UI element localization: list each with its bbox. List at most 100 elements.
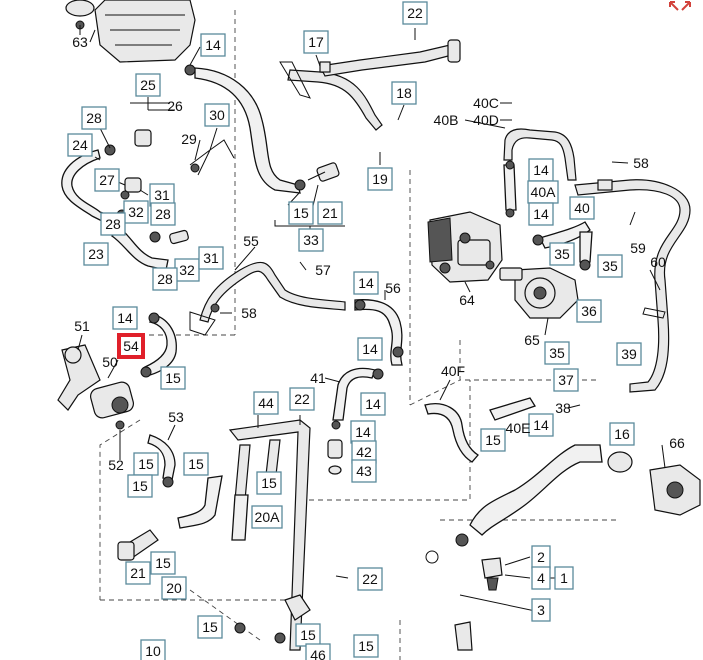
callout-text: 40D [473, 112, 499, 128]
callout-14: 14 [112, 306, 138, 330]
callout-box [609, 422, 635, 446]
callout-4: 4 [531, 566, 551, 590]
callout-38: 38 [555, 400, 571, 416]
callout-text: 15 [155, 555, 171, 571]
callout-text: 19 [372, 171, 388, 187]
callout-box [83, 242, 109, 266]
callout-15: 15 [133, 452, 159, 476]
callout-box [204, 103, 230, 127]
callout-14: 14 [200, 33, 226, 57]
callout-text: 14 [533, 206, 549, 222]
callout-40a: 40A [527, 180, 559, 204]
callout-text: 31 [154, 187, 170, 203]
callout-text: 30 [209, 107, 225, 123]
callout-text: 57 [315, 262, 331, 278]
callout-box [360, 392, 386, 416]
callout-text: 18 [396, 85, 412, 101]
callout-20: 20 [161, 576, 187, 600]
callout-box [152, 267, 178, 291]
callout-3: 3 [531, 598, 551, 622]
callout-text: 14 [362, 341, 378, 357]
callout-2: 2 [531, 545, 551, 569]
callout-14: 14 [528, 413, 554, 437]
callout-text: 15 [138, 456, 154, 472]
main-hose-16 [455, 444, 633, 547]
callout-text: 22 [407, 5, 423, 21]
callout-box [200, 33, 226, 57]
collapse-arrows-icon[interactable] [669, 1, 691, 11]
callout-50: 50 [102, 354, 118, 370]
hose-40b [503, 128, 577, 218]
callout-box [528, 202, 554, 226]
callout-24: 24 [67, 133, 93, 157]
callout-42: 42 [351, 440, 377, 464]
callout-14: 14 [353, 271, 379, 295]
callout-56: 56 [385, 280, 401, 296]
callout-55: 55 [243, 233, 259, 249]
callout-box [123, 200, 149, 224]
callout-box [253, 391, 279, 415]
hose-15d [177, 475, 223, 529]
callout-15: 15 [183, 452, 209, 476]
callout-28: 28 [81, 106, 107, 130]
callout-text: 10 [145, 643, 161, 659]
callout-text: 15 [132, 478, 148, 494]
callout-39: 39 [616, 342, 642, 366]
callout-21: 21 [317, 201, 343, 225]
callout-text: 16 [614, 426, 630, 442]
callout-box [353, 271, 379, 295]
callout-35: 35 [597, 254, 623, 278]
fittings-left [104, 129, 235, 269]
callout-text: 28 [86, 110, 102, 126]
callout-text: 15 [202, 619, 218, 635]
callout-59: 59 [630, 240, 646, 256]
callout-29: 29 [181, 131, 197, 147]
callout-text: 14 [117, 310, 133, 326]
callout-40: 40 [569, 196, 595, 220]
callout-14: 14 [360, 392, 386, 416]
callout-35: 35 [549, 242, 575, 266]
callout-28: 28 [100, 212, 126, 236]
hose-40 [532, 221, 593, 271]
callout-26: 26 [167, 98, 183, 114]
callout-30: 30 [204, 103, 230, 127]
callout-text: 31 [203, 250, 219, 266]
callout-text: 22 [362, 571, 378, 587]
callout-text: 50 [102, 354, 118, 370]
callout-21: 21 [125, 561, 151, 585]
callout-text: 65 [524, 332, 540, 348]
callout-40e: 40E [506, 420, 531, 436]
callout-text: 59 [630, 240, 646, 256]
callout-22: 22 [289, 387, 315, 411]
callout-text: 20 [166, 580, 182, 596]
callout-text: 42 [356, 444, 372, 460]
callout-box [198, 246, 224, 270]
callout-text: 35 [554, 246, 570, 262]
callout-1: 1 [554, 566, 574, 590]
callout-text: 52 [108, 457, 124, 473]
callout-15: 15 [480, 428, 506, 452]
callout-15: 15 [353, 634, 379, 658]
callout-box [616, 342, 642, 366]
callout-36: 36 [576, 299, 602, 323]
callout-box [117, 333, 145, 359]
callout-text: 60 [650, 254, 666, 270]
callout-text: 14 [358, 275, 374, 291]
hose-54 [140, 312, 177, 378]
water-pump-65 [499, 267, 579, 319]
callout-27: 27 [94, 168, 120, 192]
callout-text: 22 [294, 391, 310, 407]
callout-text: 14 [205, 37, 221, 53]
callout-40f: 40F [441, 363, 465, 379]
callout-32: 32 [123, 200, 149, 224]
callout-text: 44 [258, 395, 274, 411]
callout-text: 3 [537, 602, 545, 618]
callout-box [553, 368, 579, 392]
callout-44: 44 [253, 391, 279, 415]
callout-64: 64 [459, 292, 475, 308]
callout-text: 40 [574, 200, 590, 216]
callout-54: 54 [117, 333, 145, 359]
callout-text: 53 [168, 409, 184, 425]
sensor-2-4 [425, 550, 541, 613]
